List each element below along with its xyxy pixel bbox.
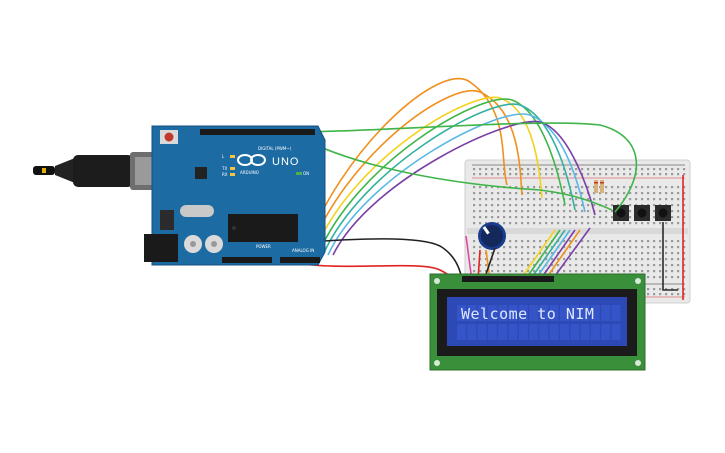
rx-label: RX <box>222 172 228 177</box>
push-button-3[interactable] <box>655 205 671 221</box>
analog-header <box>280 257 320 263</box>
lcd-cells <box>457 305 621 340</box>
breadboard[interactable] <box>464 159 691 304</box>
lcd-module[interactable]: Welcome to NIM <box>429 273 646 371</box>
power-label: POWER <box>256 244 271 249</box>
wire-blue <box>327 113 586 256</box>
l-led <box>230 155 235 158</box>
on-label: ON <box>303 171 309 176</box>
on-led <box>296 172 302 175</box>
resistors[interactable] <box>594 180 604 193</box>
wire-green-2 <box>289 122 638 213</box>
usb-cable[interactable] <box>33 152 165 190</box>
brand-label: ARDUINO <box>240 170 259 175</box>
power-jack[interactable] <box>144 234 178 262</box>
tx-label: TX <box>221 166 227 171</box>
digital-label: DIGITAL (PWM~) <box>258 146 292 151</box>
rx-led <box>230 173 235 176</box>
lcd-line-1: Welcome to NIM <box>461 305 594 323</box>
wire-green-3 <box>294 134 613 211</box>
atmega-chip <box>228 214 298 242</box>
arduino-board[interactable]: UNO ARDUINO DIGITAL (PWM~) POWER ANALOG … <box>144 125 326 266</box>
potentiometer[interactable] <box>478 222 506 250</box>
reset-button[interactable] <box>164 132 174 142</box>
push-button-1[interactable] <box>613 205 629 221</box>
power-header <box>222 257 272 263</box>
push-button-2[interactable] <box>634 205 650 221</box>
wire-green-1 <box>317 98 566 256</box>
wire-yellow <box>312 96 543 256</box>
model-label: UNO <box>272 156 299 168</box>
wire-orange-2 <box>307 89 523 256</box>
wire-orange-1 <box>302 77 508 256</box>
wire-black <box>294 238 463 281</box>
tx-led <box>230 167 235 170</box>
arduino-logo-icon <box>237 154 266 166</box>
l-label: L <box>222 154 225 159</box>
lcd-pin-header <box>462 276 554 282</box>
wire-purple <box>332 120 596 256</box>
analog-label: ANALOG IN <box>292 248 314 253</box>
wire-teal <box>322 103 576 256</box>
